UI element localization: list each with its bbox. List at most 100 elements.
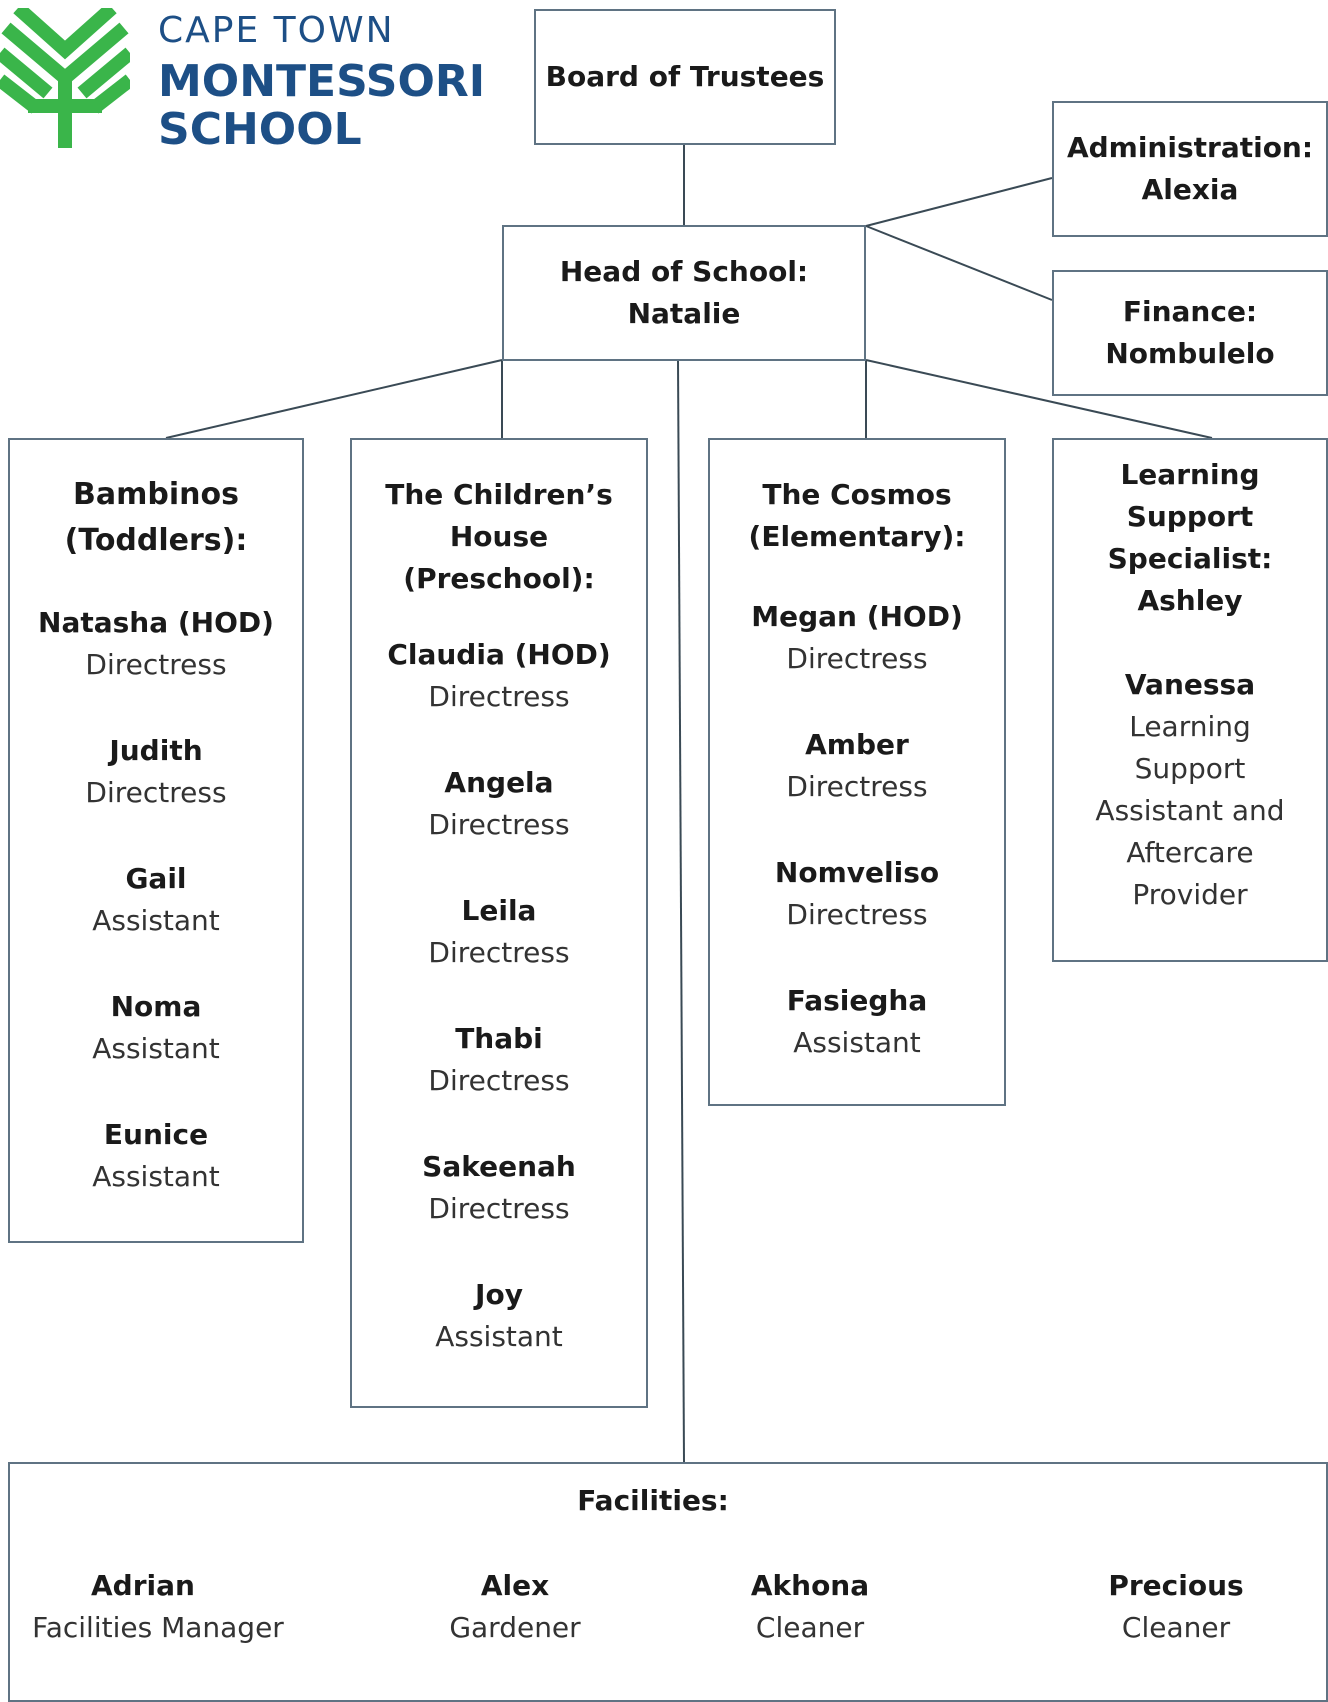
logo-line-1: CAPE TOWN [158,10,395,51]
staff-role: Assistant [435,1320,563,1353]
staff-name: Sakeenah [422,1150,576,1183]
staff-member: Angela Directress [428,762,569,846]
finance-box: Finance: Nombulelo [1052,270,1328,396]
childrens-house-box: The Children’s House (Preschool): Claudi… [350,438,648,1408]
staff-name: Joy [475,1278,523,1311]
staff-role: Directress [786,898,928,931]
staff-member: Gail Assistant [92,858,220,942]
staff-member: Precious Cleaner [1086,1565,1266,1649]
staff-role: Cleaner [755,1611,865,1644]
connector-head-facilities [677,359,685,1463]
staff-member: Akhona Cleaner [720,1565,900,1649]
staff-name: Leila [461,894,537,927]
cosmos-box: The Cosmos (Elementary): Megan (HOD) Dir… [708,438,1006,1106]
connector-head-bambinos [165,359,503,439]
staff-name: Natasha (HOD) [38,606,274,639]
staff-role: Gardener [449,1611,581,1644]
staff-role: Directress [428,936,570,969]
bambinos-box: Bambinos (Toddlers): Natasha (HOD) Direc… [8,438,304,1243]
staff-role: Directress [428,1064,570,1097]
staff-role: Directress [428,1192,570,1225]
logo-line-3: SCHOOL [158,104,362,155]
bambinos-title-line1: Bambinos [73,477,239,512]
finance-name: Nombulelo [1105,337,1275,370]
staff-member: Sakeenah Directress [422,1146,576,1230]
logo-line-2: MONTESSORI [158,56,486,107]
staff-role: Directress [786,770,928,803]
staff-member: Judith Directress [85,730,226,814]
cosmos-title-line2: (Elementary): [748,520,966,553]
learning-support-title-line3: Specialist: [1107,542,1273,575]
finance-title: Finance: [1122,295,1258,328]
learning-support-box: Learning Support Specialist: Ashley Vane… [1052,438,1328,962]
administration-name: Alexia [1141,173,1239,206]
staff-member: Noma Assistant [92,986,220,1070]
bambinos-title-line2: (Toddlers): [64,523,248,558]
learning-support-title-line1: Learning [1120,458,1260,491]
childrens-house-title-line1: The Children’s [385,478,613,511]
staff-member: Megan (HOD) Directress [751,596,963,680]
head-of-school-box: Head of School: Natalie [502,225,866,361]
staff-role: Directress [85,776,227,809]
staff-member: Eunice Assistant [92,1114,220,1198]
staff-name: Gail [125,862,187,895]
staff-role: Assistant [92,1032,220,1065]
staff-role: Directress [85,648,227,681]
staff-role-line: Support [1134,752,1246,785]
staff-role-line: Assistant and [1095,794,1285,827]
tree-logo-icon [0,8,130,148]
head-name: Natalie [627,297,741,330]
administration-title: Administration: [1066,131,1314,164]
staff-name: Alex [480,1569,550,1602]
staff-member: Joy Assistant [435,1274,563,1358]
staff-role-line: Provider [1132,878,1248,911]
staff-name: Eunice [103,1118,209,1151]
connector-head-finance [865,225,1053,301]
staff-role: Directress [428,680,570,713]
staff-member: Natasha (HOD) Directress [38,602,274,686]
staff-role: Facilities Manager [32,1611,284,1644]
childrens-house-title-line2: House [449,520,549,553]
staff-member: Amber Directress [786,724,927,808]
staff-member: Leila Directress [428,890,569,974]
staff-role: Directress [428,808,570,841]
administration-box: Administration: Alexia [1052,101,1328,237]
board-title: Board of Trustees [545,60,825,93]
staff-name: Claudia (HOD) [387,638,611,671]
learning-support-title-line2: Support [1126,500,1254,533]
staff-name: Fasiegha [786,984,928,1017]
head-title: Head of School: [559,255,809,288]
staff-member: Alex Gardener [420,1565,610,1649]
staff-member: Fasiegha Assistant [787,980,928,1064]
staff-role: Directress [786,642,928,675]
staff-name: Megan (HOD) [751,600,963,633]
facilities-title: Facilities: [577,1484,729,1517]
staff-role: Assistant [793,1026,921,1059]
staff-member: Nomveliso Directress [775,852,939,936]
childrens-house-title-line3: (Preschool): [403,562,595,595]
staff-member: Adrian Facilities Manager [22,1565,294,1649]
learning-support-title-line4: Ashley [1137,584,1243,617]
cosmos-title-line1: The Cosmos [762,478,952,511]
staff-role: Cleaner [1121,1611,1231,1644]
staff-member: Thabi Directress [428,1018,569,1102]
staff-role-line: Learning [1129,710,1251,743]
staff-name: Vanessa [1124,668,1256,701]
board-of-trustees-box: Board of Trustees [534,9,836,145]
staff-name: Thabi [455,1022,543,1055]
staff-name: Angela [444,766,554,799]
staff-member: Claudia (HOD) Directress [387,634,610,718]
staff-name: Adrian [91,1569,195,1602]
staff-role: Assistant [92,904,220,937]
staff-name: Akhona [750,1569,870,1602]
staff-role-line: Aftercare [1126,836,1254,869]
staff-name: Precious [1108,1569,1244,1602]
staff-name: Amber [805,728,909,761]
staff-name: Noma [110,990,202,1023]
staff-role: Assistant [92,1160,220,1193]
connector-head-learning-support [865,359,1213,439]
staff-name: Nomveliso [774,856,940,889]
connector-head-admin [865,177,1053,227]
staff-name: Judith [109,734,203,767]
